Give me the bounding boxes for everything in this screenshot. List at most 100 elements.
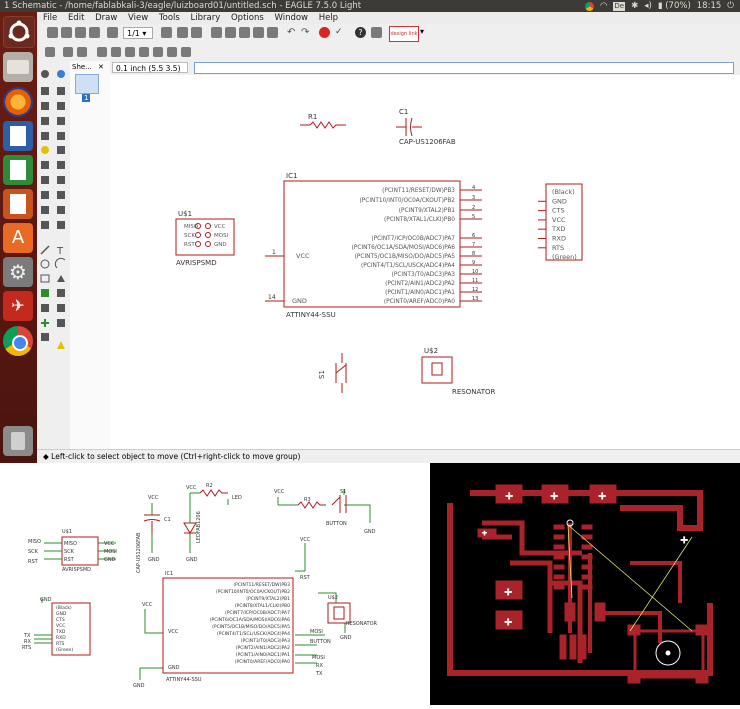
- name-tool-icon[interactable]: [41, 191, 49, 199]
- settings-icon[interactable]: ⚙: [3, 257, 33, 287]
- help-icon[interactable]: ?: [355, 27, 366, 38]
- rotate-tool-icon[interactable]: [57, 117, 65, 125]
- net-tool-icon[interactable]: [57, 289, 65, 297]
- delete-tool-icon[interactable]: [57, 146, 65, 154]
- ic-attiny44[interactable]: IC1 ATTINY44-SSU 1 14 VCC GND (PCINT11/R…: [265, 172, 482, 319]
- bend-icon-4[interactable]: [139, 47, 149, 57]
- software-center-icon[interactable]: A: [3, 223, 33, 253]
- miter-tool-icon[interactable]: [57, 206, 65, 214]
- open-icon[interactable]: [47, 27, 58, 38]
- smash-tool-icon[interactable]: [41, 206, 49, 214]
- menu-edit[interactable]: Edit: [67, 13, 85, 23]
- menu-help[interactable]: Help: [318, 13, 339, 23]
- sheet-number[interactable]: 1: [82, 94, 91, 102]
- wifi-icon[interactable]: ◠: [600, 1, 608, 11]
- menu-window[interactable]: Window: [274, 13, 308, 23]
- menu-view[interactable]: View: [128, 13, 149, 23]
- redraw-icon[interactable]: [253, 27, 264, 38]
- close-icon[interactable]: ✕: [98, 63, 104, 71]
- erc-tool-icon[interactable]: [41, 333, 49, 341]
- copy-tool-icon[interactable]: [57, 102, 65, 110]
- circle-tool-icon[interactable]: [40, 259, 50, 269]
- gateswap-tool-icon[interactable]: [57, 176, 65, 184]
- show-tool-icon[interactable]: [57, 70, 65, 78]
- zoom-in-icon[interactable]: [225, 27, 236, 38]
- replace-tool-icon[interactable]: [41, 176, 49, 184]
- menu-file[interactable]: File: [43, 13, 58, 23]
- paste-tool-icon[interactable]: [41, 146, 49, 154]
- warning-icon[interactable]: [57, 341, 65, 349]
- design-link-button[interactable]: design link: [389, 26, 419, 42]
- bend-icon-7[interactable]: [181, 47, 191, 57]
- impress-icon[interactable]: [3, 189, 33, 219]
- redo-icon[interactable]: ↷: [301, 27, 310, 38]
- script-icon[interactable]: [177, 27, 188, 38]
- switch-s1[interactable]: S1: [318, 353, 347, 393]
- polygon-tool-icon[interactable]: [57, 275, 65, 282]
- text-tool-icon[interactable]: T: [56, 246, 64, 257]
- use-library-icon[interactable]: [161, 27, 172, 38]
- schematic-canvas[interactable]: R1 C1 CAP-US1206FAB IC1 ATTINY44-SSU 1 1…: [110, 75, 740, 449]
- bend-icon-2[interactable]: [111, 47, 121, 57]
- sheet-thumbnail[interactable]: [75, 74, 99, 94]
- display-tool-icon[interactable]: [41, 87, 49, 95]
- info-icon[interactable]: [371, 27, 382, 38]
- rect-tool-icon[interactable]: [40, 274, 50, 283]
- attribute-tool-icon[interactable]: [41, 319, 49, 327]
- move-tool-icon[interactable]: [41, 102, 49, 110]
- eagle-icon[interactable]: ✈: [3, 291, 33, 321]
- undo-icon[interactable]: ↶: [287, 27, 296, 38]
- bend-icon-5[interactable]: [153, 47, 163, 57]
- invoke-tool-icon[interactable]: [57, 221, 65, 229]
- pinswap-tool-icon[interactable]: [57, 161, 65, 169]
- schematic-drawing[interactable]: R1 C1 CAP-US1206FAB IC1 ATTINY44-SSU 1 1…: [110, 75, 740, 449]
- zoom-out-icon[interactable]: [239, 27, 250, 38]
- chrome-launcher-icon[interactable]: [3, 326, 33, 356]
- bend-icon[interactable]: [97, 47, 107, 57]
- add-tool-icon[interactable]: [41, 161, 49, 169]
- trash-icon[interactable]: [3, 426, 33, 456]
- battery-indicator[interactable]: ▮ (70%): [657, 1, 691, 11]
- arc-tool-icon[interactable]: [54, 257, 66, 269]
- group-tool-icon[interactable]: [41, 132, 49, 140]
- bend-icon-3[interactable]: [125, 47, 135, 57]
- bluetooth-icon[interactable]: ✱: [631, 1, 639, 11]
- writer-icon[interactable]: [3, 121, 33, 151]
- dash-icon[interactable]: [3, 16, 35, 48]
- cam-icon[interactable]: [89, 27, 100, 38]
- grid-icon[interactable]: [45, 47, 55, 57]
- chevron-down-icon[interactable]: ▾: [420, 27, 425, 36]
- keyboard-layout-icon[interactable]: De: [613, 1, 626, 11]
- capacitor-c1[interactable]: C1 CAP-US1206FAB: [396, 108, 456, 146]
- menu-tools[interactable]: Tools: [158, 13, 180, 23]
- resistor-r1[interactable]: R1: [300, 113, 346, 129]
- layer-icon-2[interactable]: [77, 47, 87, 57]
- stop-icon[interactable]: [319, 27, 330, 38]
- label-tool-icon[interactable]: [57, 304, 65, 312]
- change-tool-icon[interactable]: [57, 132, 65, 140]
- bend-icon-6[interactable]: [167, 47, 177, 57]
- value-tool-icon[interactable]: [57, 191, 65, 199]
- info-tool-icon[interactable]: [41, 70, 49, 78]
- junction-tool-icon[interactable]: [41, 304, 49, 312]
- ulp-icon[interactable]: [191, 27, 202, 38]
- bus-tool-icon[interactable]: [41, 289, 49, 297]
- clock[interactable]: 18:15: [696, 1, 722, 11]
- firefox-icon[interactable]: [3, 87, 33, 117]
- menu-options[interactable]: Options: [230, 13, 264, 23]
- save-icon[interactable]: [61, 27, 72, 38]
- menu-draw[interactable]: Draw: [95, 13, 118, 23]
- layer-icon[interactable]: [63, 47, 73, 57]
- power-icon[interactable]: ⏻: [727, 1, 734, 11]
- resonator-u2[interactable]: U$2 RESONATOR: [421, 347, 496, 396]
- calc-icon[interactable]: [3, 155, 33, 185]
- menu-library[interactable]: Library: [190, 13, 221, 23]
- zoom-select-icon[interactable]: [267, 27, 278, 38]
- zoom-fit-icon[interactable]: [211, 27, 222, 38]
- wire-tool-icon[interactable]: [40, 245, 50, 255]
- go-icon[interactable]: ✓: [335, 27, 343, 37]
- sheet-select[interactable]: 1/1 ▾: [123, 27, 153, 39]
- print-icon[interactable]: [75, 27, 86, 38]
